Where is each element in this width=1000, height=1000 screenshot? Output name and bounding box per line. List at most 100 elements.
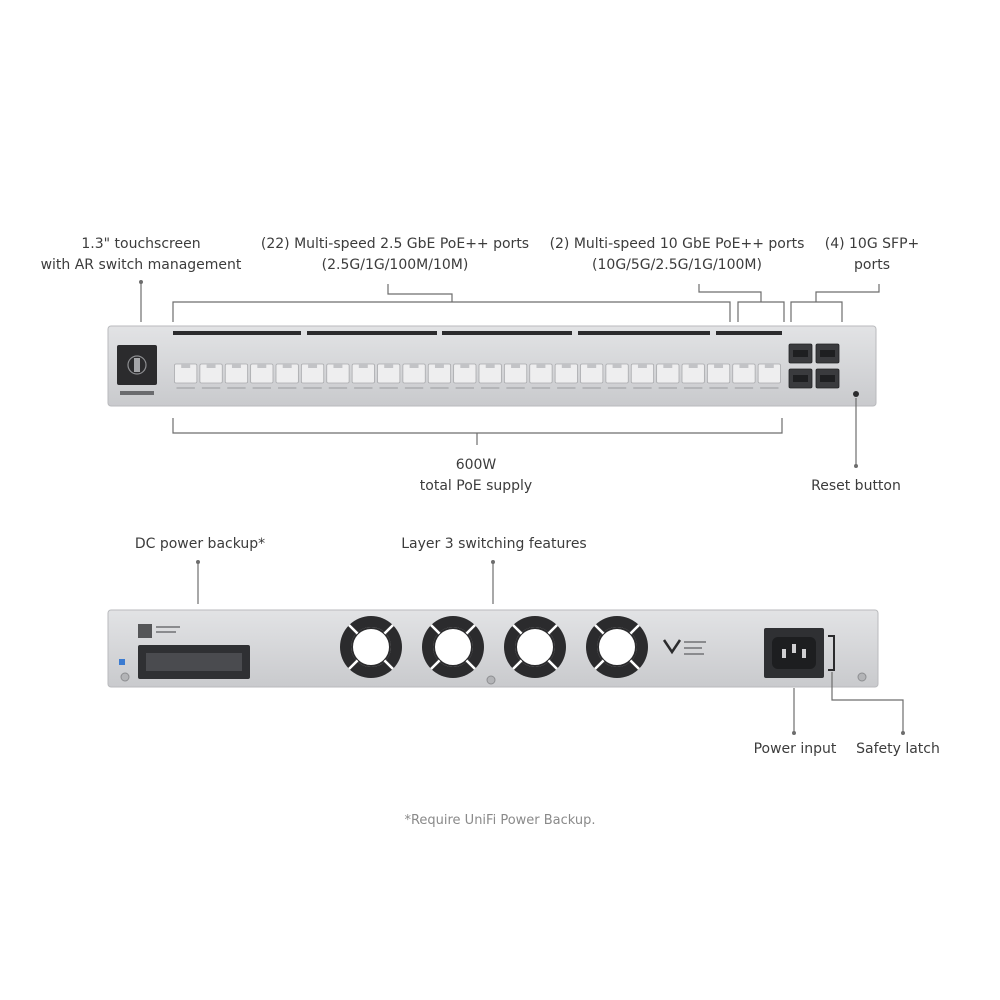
dc-backup-pins	[146, 653, 242, 671]
sfp-port[interactable]	[788, 368, 813, 389]
rj45-port-label	[303, 387, 322, 389]
power-pin-left	[782, 649, 786, 658]
ports-2-5g-label-line2: (2.5G/1G/100M/10M)	[321, 257, 469, 273]
bracket-10g	[737, 301, 785, 322]
rear-chassis	[107, 609, 879, 688]
rear-screw-right	[857, 672, 867, 682]
rj45-port-tab	[612, 364, 622, 368]
rj45-port[interactable]	[402, 363, 426, 389]
front-panel	[107, 325, 877, 407]
rj45-port[interactable]	[478, 363, 502, 389]
power-pin-right	[802, 649, 806, 658]
safety-latch[interactable]	[828, 635, 835, 671]
fan-inner-ring	[433, 627, 473, 667]
rj45-port-label	[354, 387, 373, 389]
rj45-port-label	[481, 387, 500, 389]
rj45-port[interactable]	[706, 363, 731, 389]
rj45-port-label	[278, 387, 297, 389]
reset-button[interactable]	[853, 391, 859, 397]
fan-hub-ring	[515, 627, 555, 667]
fan-inner-ring	[515, 627, 555, 667]
sfp-label-line2: ports	[854, 257, 890, 273]
fan-spoke	[547, 659, 558, 670]
rj45-port-tab	[308, 364, 318, 368]
leader-safety-latch	[831, 672, 904, 733]
rj45-port[interactable]	[250, 363, 274, 389]
rj45-port-label	[633, 387, 652, 389]
rj45-port[interactable]	[453, 363, 477, 389]
rj45-port[interactable]	[554, 363, 578, 389]
rj45-port[interactable]	[656, 363, 680, 389]
rj45-port[interactable]	[351, 363, 375, 389]
sfp-port-slot	[820, 350, 835, 357]
rj45-port-tab	[561, 364, 571, 368]
rj45-port[interactable]	[300, 363, 325, 389]
rj45-port[interactable]	[630, 363, 655, 389]
fan-spoke	[512, 624, 523, 635]
layer3-label-line1: Layer 3 switching features	[401, 536, 587, 552]
fan-hub-ring	[433, 627, 473, 667]
leader-power-dot	[791, 730, 796, 735]
rj45-port[interactable]	[427, 363, 452, 389]
fan-hub-ring	[351, 627, 391, 667]
rj45-port[interactable]	[199, 363, 223, 389]
fan-spoke	[512, 659, 523, 670]
rj45-port[interactable]	[732, 363, 756, 389]
ports-10g-label: (2) Multi-speed 10 GbE PoE++ ports (10G/…	[542, 234, 812, 276]
rj45-port-tab	[536, 364, 546, 368]
rj45-port[interactable]	[681, 363, 705, 389]
rj45-port[interactable]	[174, 363, 198, 389]
rj45-port-tab	[587, 364, 597, 368]
sfp-port[interactable]	[815, 368, 840, 389]
rj45-port[interactable]	[757, 363, 781, 389]
touchscreen-label-line1: 1.3" touchscreen	[81, 236, 201, 252]
rj45-port-label	[379, 387, 398, 389]
rj45-port-tab	[409, 364, 419, 368]
port-group-strip	[716, 331, 782, 335]
fan	[422, 616, 484, 678]
poe-supply-label-line1: 600W	[455, 457, 497, 473]
touchscreen-label-line2: with AR switch management	[40, 257, 242, 273]
leader-dc-dot	[196, 559, 201, 564]
rj45-port[interactable]	[275, 363, 299, 389]
ports-2-5g-label: (22) Multi-speed 2.5 GbE PoE++ ports (2.…	[250, 234, 540, 276]
rj45-port-label	[404, 387, 424, 389]
rj45-port-label	[252, 387, 271, 389]
leader-2-5g	[387, 284, 453, 302]
rj45-port-tab	[358, 364, 368, 368]
rj45-port[interactable]	[503, 363, 528, 389]
rj45-port-label	[430, 387, 449, 389]
port-group-strip	[442, 331, 572, 335]
rear-screw	[486, 675, 496, 685]
fan-spoke	[430, 659, 441, 670]
bracket-sfp	[790, 301, 843, 322]
sfp-port-slot	[793, 375, 808, 382]
fan-spoke	[430, 624, 441, 635]
sfp-port[interactable]	[815, 343, 840, 364]
rj45-port-label	[455, 387, 474, 389]
rj45-port-tab	[231, 364, 241, 368]
fan-inner-ring	[351, 627, 391, 667]
rj45-port-label	[557, 387, 576, 389]
rear-label-text-2	[156, 631, 176, 633]
ubiquiti-logo-icon	[662, 639, 682, 655]
power-input-label-line1: Power input	[753, 741, 837, 757]
rj45-port[interactable]	[605, 363, 629, 389]
rj45-port[interactable]	[224, 363, 249, 389]
rj45-port[interactable]	[529, 363, 553, 389]
rj45-port-tab	[739, 364, 749, 368]
rj45-port[interactable]	[580, 363, 604, 389]
rear-panel	[107, 609, 879, 688]
ports-10g-label-line1: (2) Multi-speed 10 GbE PoE++ ports	[549, 236, 805, 252]
rj45-port-label	[531, 387, 551, 389]
sfp-port[interactable]	[788, 343, 813, 364]
rj45-port[interactable]	[377, 363, 401, 389]
leader-reset-dot	[853, 464, 858, 469]
rj45-port-tab	[714, 364, 724, 368]
rj45-port[interactable]	[326, 363, 350, 389]
status-led	[119, 659, 125, 665]
rj45-port-label	[709, 387, 728, 389]
fan-spoke	[465, 659, 476, 670]
port-group-strip	[578, 331, 710, 335]
